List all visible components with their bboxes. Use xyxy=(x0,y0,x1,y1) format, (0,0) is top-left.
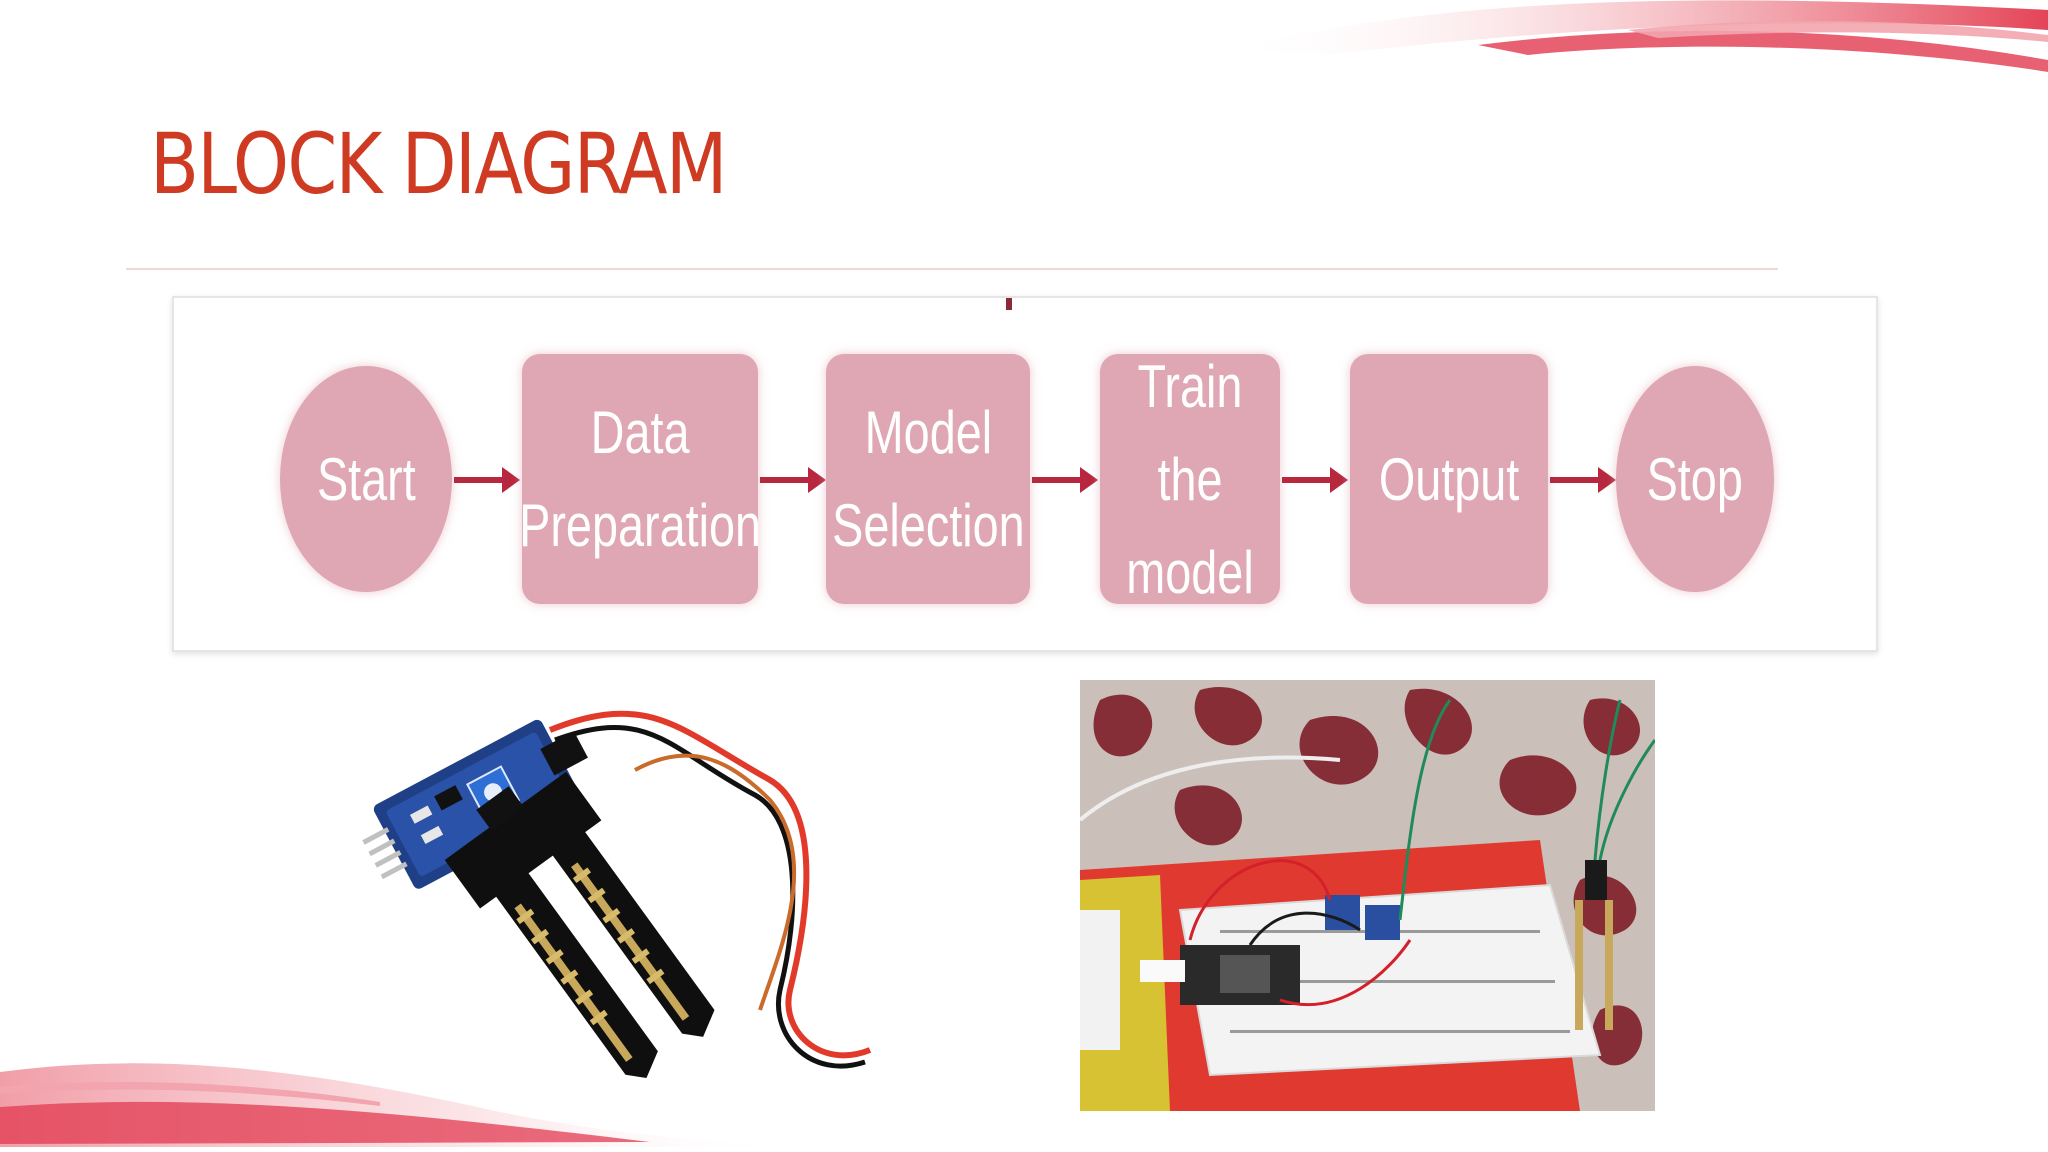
node-train-the-model-label: Train the model xyxy=(1126,352,1254,606)
node-data-preparation: Data Preparation xyxy=(519,354,761,604)
node-data-preparation-label: Data Preparation xyxy=(519,399,761,559)
node-output: Output xyxy=(1350,354,1548,604)
node-model-selection-label: Model Selection xyxy=(831,399,1025,559)
block-diagram: Start Data Preparation Model Selection T… xyxy=(172,296,1878,652)
node-start: Start xyxy=(280,366,452,592)
slide-title: BLOCK DIAGRAM xyxy=(150,115,728,213)
breadboard-circuit-photo xyxy=(1080,680,1655,1111)
decorative-swoosh-top-right xyxy=(1228,0,2048,72)
arrow-train-to-output xyxy=(1282,467,1348,493)
soil-moisture-sensor-icon xyxy=(362,710,872,1079)
panel-tick-mark xyxy=(1006,298,1012,310)
node-model-selection: Model Selection xyxy=(826,354,1030,604)
node-train-the-model: Train the model xyxy=(1100,353,1280,606)
arrow-output-to-stop xyxy=(1550,467,1616,493)
node-start-label: Start xyxy=(316,445,416,513)
title-divider xyxy=(126,268,1778,270)
arrow-data-preparation-to-model-selection xyxy=(760,467,826,493)
arrow-model-selection-to-train xyxy=(1032,467,1098,493)
node-stop-label: Stop xyxy=(1646,445,1744,513)
node-stop: Stop xyxy=(1616,366,1774,592)
breadboard-circuit-photo-graphic xyxy=(1080,680,1655,1111)
node-output-label: Output xyxy=(1378,445,1520,513)
arrow-start-to-data-preparation xyxy=(454,467,520,493)
